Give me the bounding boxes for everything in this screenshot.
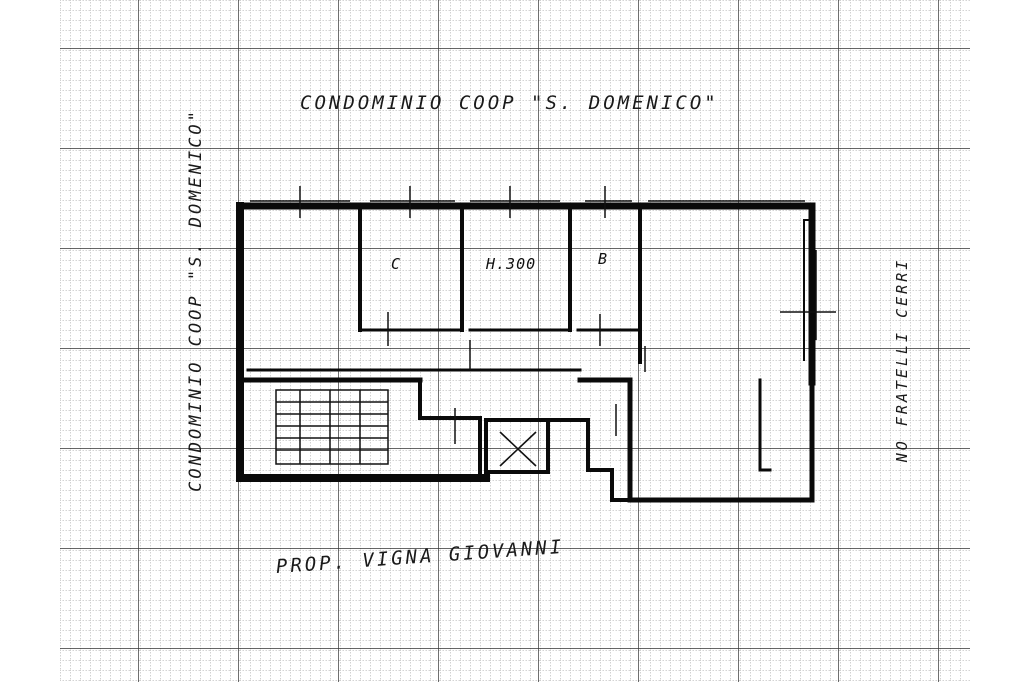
room-label-b: B bbox=[598, 250, 608, 268]
stair-flight bbox=[275, 389, 389, 465]
window-marks bbox=[250, 186, 836, 340]
building-outline bbox=[236, 202, 816, 503]
west-neighbour-label: CONDOMINIO COOP "S. DOMENICO" bbox=[186, 108, 206, 492]
east-neighbour-label: NO FRATELLI CERRI bbox=[893, 257, 911, 463]
ceiling-height-label: H.300 bbox=[486, 255, 537, 273]
north-neighbour-label: CONDOMINIO COOP "S. DOMENICO" bbox=[300, 92, 719, 114]
lift-shaft bbox=[499, 431, 537, 467]
door-marks bbox=[387, 312, 646, 444]
room-label-c: C bbox=[391, 255, 401, 273]
